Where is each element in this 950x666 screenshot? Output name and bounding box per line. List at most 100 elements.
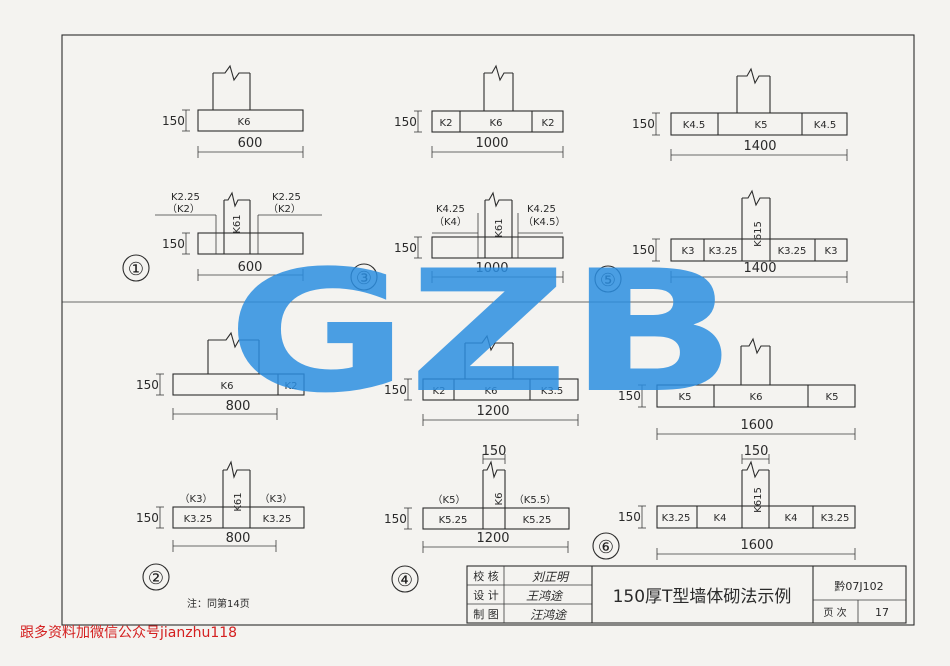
block-label: （K2） <box>167 203 200 215</box>
block-label: K2 <box>542 118 555 129</box>
watermark-logo: GZB <box>227 234 737 430</box>
block-label: K61 <box>232 214 243 233</box>
diagram-3a: K2 K6 K2 150 1000 <box>394 64 564 158</box>
title-block: 校 核 设 计 制 图 刘正明 王鸿途 汪鸿途 150厚T型墙体砌法示例 黔07… <box>466 565 907 624</box>
group-number: ③ <box>356 268 372 289</box>
dimension-label: 600 <box>238 260 263 275</box>
block-label: K61 <box>233 492 244 511</box>
block-label: K3 <box>682 246 695 257</box>
block-label: K2.25 <box>272 192 301 203</box>
group-number: ② <box>148 568 164 589</box>
block-label: K615 <box>753 221 764 247</box>
dimension-label: 1400 <box>743 261 776 276</box>
block-label: K4 <box>785 513 798 524</box>
block-label: K4.25 <box>436 204 465 215</box>
diagram-4a: K2 K6 K3.5 150 1200 <box>384 334 579 426</box>
page-label: 页 次 <box>823 606 846 619</box>
group-number: ① <box>128 259 144 280</box>
block-label: K5 <box>755 120 768 131</box>
block-label: K3.5 <box>541 386 563 397</box>
thickness-label: 150 <box>162 114 185 128</box>
block-label: K6 <box>221 381 234 392</box>
drawing-title: 150厚T型墙体砌法示例 <box>613 587 792 607</box>
block-label: K3.25 <box>263 514 292 525</box>
page-number: 17 <box>875 606 889 619</box>
block-label: K4.5 <box>814 120 836 131</box>
block-label: K4.5 <box>683 120 705 131</box>
diagram-2a: K6 K2 150 800 <box>136 331 305 420</box>
block-label: K4.25 <box>527 204 556 215</box>
thickness-label: 150 <box>136 378 159 392</box>
block-label: K6 <box>490 118 503 129</box>
dimension-label: 1200 <box>476 531 509 546</box>
atlas-code: 黔07J102 <box>834 579 883 593</box>
design-signature: 王鸿途 <box>526 589 564 603</box>
drawing-frame <box>61 34 915 626</box>
thickness-label: 150 <box>394 241 417 255</box>
thickness-label: 150 <box>618 510 641 524</box>
thickness-label: 150 <box>632 117 655 131</box>
group-number: ⑥ <box>598 537 614 558</box>
thickness-label: 150 <box>136 511 159 525</box>
thickness-label: 150 <box>384 512 407 526</box>
block-label: K2 <box>433 386 446 397</box>
block-label: （K3） <box>260 493 293 505</box>
group-number: ④ <box>397 570 413 591</box>
dimension-label: 1400 <box>743 139 776 154</box>
diagram-4b: 150 K6 K5.25 K5.25 （K5） （K5.5） 150 1200 … <box>384 444 570 593</box>
note-text: 注：同第14页 <box>187 597 250 610</box>
block-label: K6 <box>494 493 505 506</box>
block-label: K5.25 <box>439 515 468 526</box>
block-label: K2 <box>440 118 453 129</box>
diagram-5a: K4.5 K5 K4.5 150 1400 <box>632 67 848 161</box>
block-label: K4 <box>714 513 727 524</box>
dimension-label: 1000 <box>475 261 508 276</box>
thickness-label: 150 <box>384 383 407 397</box>
diagram-5b: K615 K3 K3.25 K3.25 K3 150 1400 ⑤ <box>594 189 848 293</box>
block-label: K3 <box>825 246 838 257</box>
group-number: ⑤ <box>600 270 616 291</box>
draw-label: 制 图 <box>473 608 499 621</box>
block-label: K3.25 <box>821 513 850 524</box>
dimension-label: 600 <box>238 136 263 151</box>
block-label: K6 <box>750 392 763 403</box>
dimension-label: 800 <box>226 531 251 546</box>
thickness-label: 150 <box>394 115 417 129</box>
thickness-label: 150 <box>632 243 655 257</box>
dimension-label: 1200 <box>476 404 509 419</box>
check-label: 校 核 <box>473 569 499 583</box>
block-label: （K4.5） <box>523 216 565 228</box>
dimension-label: 150 <box>482 444 507 459</box>
block-label: （K5） <box>433 494 466 506</box>
diagram-3b: K61 K4.25 （K4） K4.25 （K4.5） 150 1000 ③ <box>350 191 565 291</box>
dimension-label: 800 <box>226 399 251 414</box>
block-label: K3.25 <box>778 246 807 257</box>
thickness-label: 150 <box>618 389 641 403</box>
thickness-label: 150 <box>162 237 185 251</box>
diagram-6b: 150 K615 K3.25 K4 K4 K3.25 150 1600 ⑥ <box>592 444 856 560</box>
block-label: （K4） <box>434 216 467 228</box>
diagram-1a: K6 150 600 <box>162 64 304 158</box>
block-label: K2.25 <box>171 192 200 203</box>
dimension-label: 1000 <box>475 136 508 151</box>
footer-promo-text: 跟多资料加微信公众号jianzhu118 <box>20 625 238 641</box>
dimension-label: 150 <box>744 444 769 459</box>
dimension-label: 1600 <box>740 538 773 553</box>
block-label: K6 <box>238 117 251 128</box>
diagram-1b: K61 K2.25 （K2） K2.25 （K2） 150 600 ① <box>122 191 322 282</box>
diagram-2b: K61 K3.25 K3.25 （K3） （K3） 150 800 ② <box>136 460 305 591</box>
block-label: K61 <box>494 218 505 237</box>
draw-signature: 汪鸿途 <box>530 608 568 622</box>
block-label: K5 <box>679 392 692 403</box>
block-label: （K2） <box>268 203 301 215</box>
block-label: K2 <box>285 381 298 392</box>
block-label: K3.25 <box>662 513 691 524</box>
block-label: K3.25 <box>709 246 738 257</box>
dimension-label: 1600 <box>740 418 773 433</box>
check-signature: 刘正明 <box>532 570 570 584</box>
block-label: K615 <box>753 487 764 513</box>
block-label: K6 <box>485 386 498 397</box>
block-label: K3.25 <box>184 514 213 525</box>
block-label: K5 <box>826 392 839 403</box>
